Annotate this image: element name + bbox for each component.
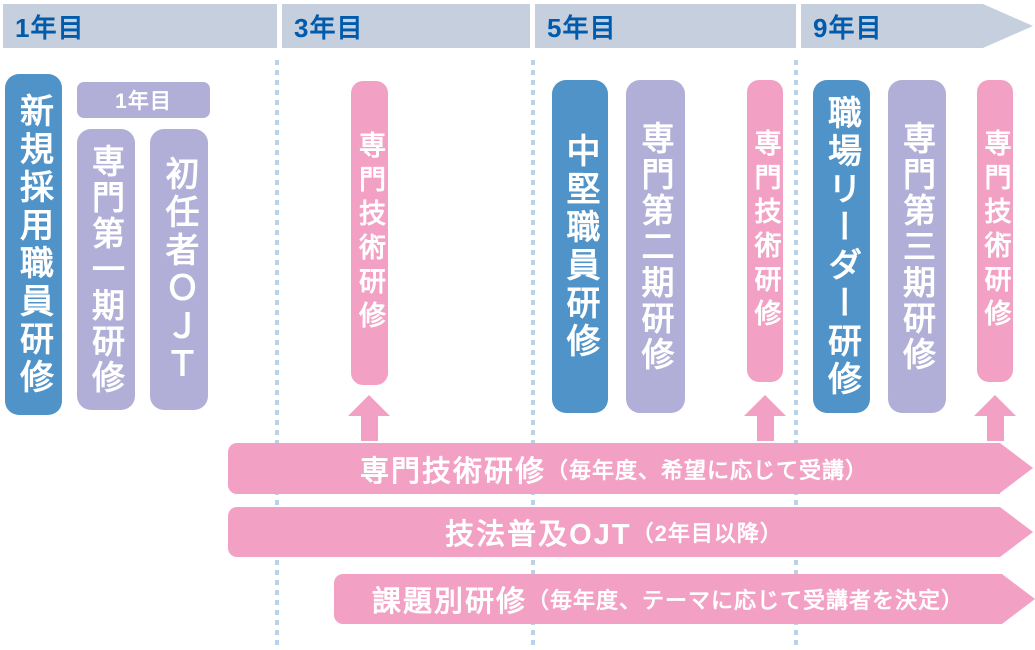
timeline-label-year1: 1年目 (15, 12, 85, 43)
timeline-segment-year1: 1年目 (3, 4, 277, 48)
pill-first-appointee-ojt: 初任者ＯＪＴ (150, 129, 208, 410)
timeline-segment-year9: 9年目 (801, 4, 983, 48)
banner-technical-training: 専門技術研修（毎年度、希望に応じて受講） (228, 443, 1033, 494)
banner-method-spread-ojt: 技法普及OJT（2年目以降） (228, 507, 1033, 557)
pill-workplace-leader-training: 職場リーダー研修 (813, 80, 870, 413)
up-arrow-icon-year9 (974, 395, 1016, 441)
banner-technical-training-note: （毎年度、希望に応じて受講） (546, 457, 869, 483)
timeline-label-year5: 5年目 (547, 12, 617, 43)
banner-topic-specific-training-note: （毎年度、テーマに応じて受講者を決定） (527, 588, 965, 613)
up-arrow-stem (360, 416, 378, 441)
timeline-segment-year5: 5年目 (535, 4, 796, 48)
banner-arrowhead-icon (1000, 443, 1033, 493)
pill-midlevel-staff-training: 中堅職員研修 (552, 80, 608, 413)
pill-technical-training-year9: 専門技術研修 (977, 80, 1013, 382)
pill-technical-training-year3: 専門技術研修 (351, 81, 388, 385)
up-arrow-head (348, 395, 390, 416)
dotted-divider-year3 (275, 60, 279, 648)
banner-method-spread-ojt-label: 技法普及OJT (445, 519, 632, 551)
banner-topic-specific-training: 課題別研修（毎年度、テーマに応じて受講者を決定） (334, 574, 1035, 624)
banner-arrowhead-icon (1002, 574, 1035, 624)
banner-method-spread-ojt-note: （2年目以降） (631, 521, 783, 546)
up-arrow-icon-year3 (348, 395, 390, 441)
dotted-divider-year5 (531, 60, 535, 648)
timeline-label-year9: 9年目 (813, 12, 883, 43)
up-arrow-icon-year5 (744, 395, 786, 441)
timeline-label-year3: 3年目 (294, 12, 364, 43)
up-arrow-head (974, 395, 1016, 416)
banner-technical-training-label: 専門技術研修 (359, 455, 546, 488)
banner-arrowhead-icon (1000, 507, 1033, 557)
pill-technical-training-year5: 専門技術研修 (747, 80, 783, 382)
banner-topic-specific-training-label: 課題別研修 (371, 586, 527, 618)
up-arrow-head (744, 395, 786, 416)
timeline-arrowhead-icon (983, 4, 1033, 48)
timeline-segment-year3: 3年目 (282, 4, 530, 48)
pill-specialist-period3-training: 専門第三期研修 (888, 80, 946, 413)
dotted-divider-year9 (794, 60, 798, 648)
pill-new-recruit-training: 新規採用職員研修 (5, 74, 62, 415)
pill-specialist-period2-training: 専門第二期研修 (626, 80, 685, 413)
year1-group-label: 1年目 (77, 82, 210, 118)
up-arrow-stem (986, 416, 1004, 441)
pill-specialist-period1-training: 専門第一期研修 (77, 129, 135, 410)
up-arrow-stem (756, 416, 774, 441)
